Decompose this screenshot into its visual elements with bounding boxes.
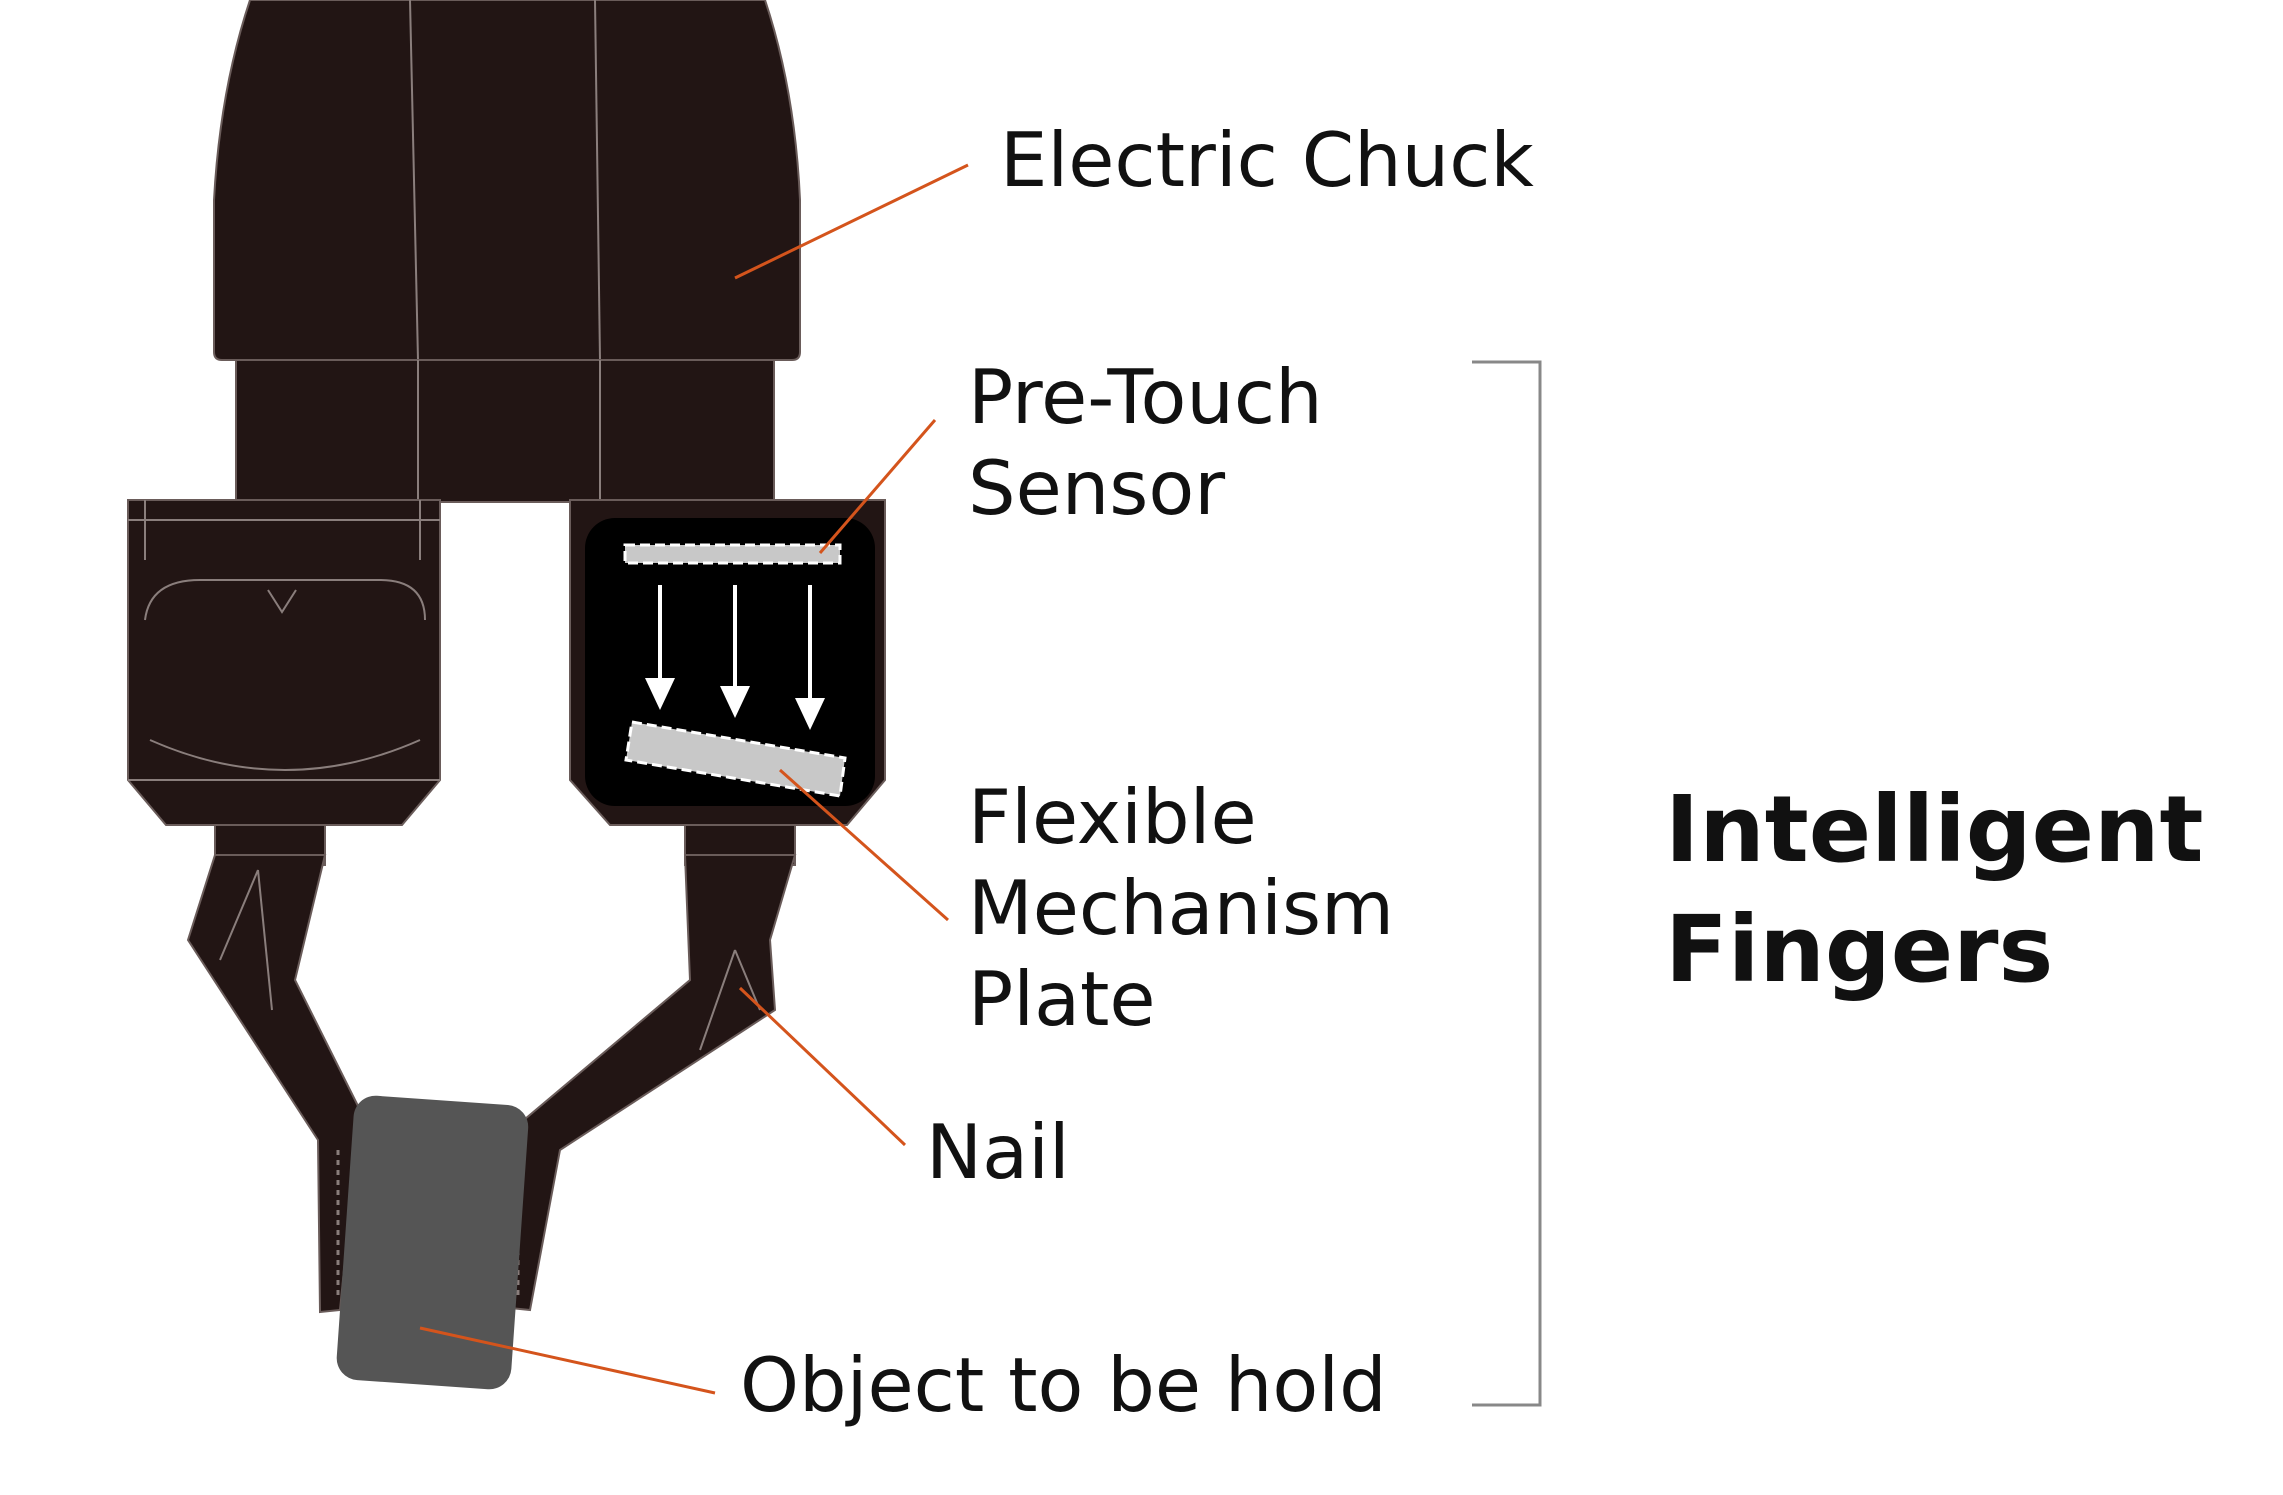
intelligent-fingers-bracket: [1472, 360, 1542, 1407]
leader-pre-touch-sensor: [818, 419, 937, 554]
left-finger-module: [127, 499, 441, 1314]
label-flexible-line-2: Mechanism: [968, 864, 1395, 952]
right-finger-module: [508, 499, 886, 1312]
label-pre-touch-sensor-line-1: Pre-Touch: [968, 353, 1323, 441]
leader-electric-chuck: [734, 163, 969, 280]
label-flexible-mechanism-plate: Flexible Mechanism Plate: [968, 772, 1394, 1045]
label-pre-touch-sensor-line-2: Sensor: [968, 444, 1226, 532]
leader-nail: [738, 986, 907, 1147]
label-nail: Nail: [926, 1108, 1070, 1196]
held-object: [336, 1095, 529, 1390]
title-line-1: Intelligent: [1665, 776, 2204, 883]
label-electric-chuck: Electric Chuck: [1000, 116, 1534, 204]
title-line-2: Fingers: [1665, 896, 2054, 1003]
label-object: Object to be hold: [740, 1341, 1387, 1429]
pre-touch-sensor-strip: [623, 543, 842, 565]
leader-flexible-plate: [779, 768, 949, 922]
leader-object: [419, 1326, 716, 1395]
label-pre-touch-sensor: Pre-Touch Sensor: [968, 352, 1323, 534]
intelligent-fingers-title: Intelligent Fingers: [1665, 770, 2203, 1010]
label-flexible-line-3: Plate: [968, 955, 1156, 1043]
sensing-arrows: [645, 585, 825, 730]
leader-lines: [419, 163, 969, 1395]
electric-chuck-body: [213, 0, 801, 503]
label-flexible-line-1: Flexible: [968, 773, 1257, 861]
